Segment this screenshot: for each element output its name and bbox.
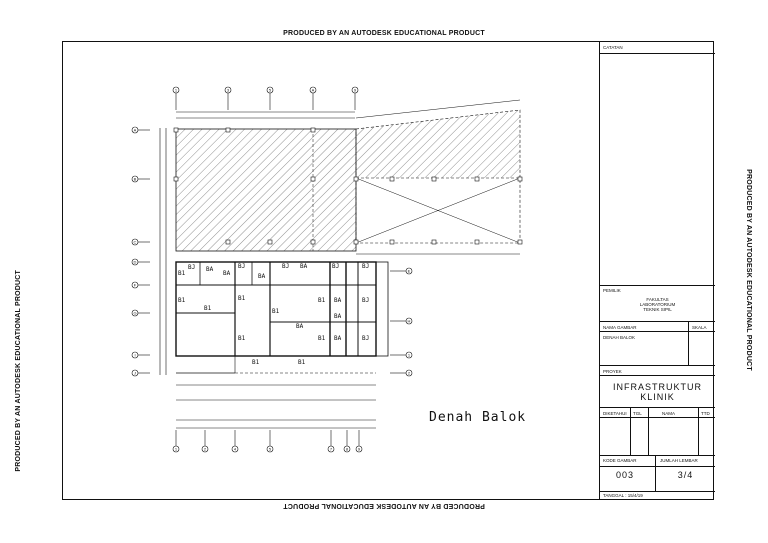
svg-text:4: 4	[234, 447, 237, 452]
svg-text:J: J	[134, 371, 136, 376]
beam-label: B1	[272, 308, 280, 315]
beam-label: B1	[298, 359, 306, 366]
beam-label: BJ	[282, 263, 289, 270]
beam-label: B1	[178, 297, 186, 304]
notes-header: CATATAN	[600, 41, 715, 54]
drawing-name-box: NAMA GAMBAR SKALA DENAH BALOK	[600, 322, 715, 366]
project-box: PROYEK INFRASTRUKTUR KLINIK	[600, 366, 715, 408]
beam-label: BA	[334, 297, 342, 304]
notes-area	[600, 54, 715, 286]
beam-label: BA	[223, 270, 231, 277]
svg-text:1: 1	[408, 353, 411, 358]
svg-text:B: B	[134, 177, 137, 182]
beam-label: BA	[206, 266, 214, 273]
beam-label: B1	[178, 270, 186, 277]
svg-text:9: 9	[358, 447, 361, 452]
svg-text:C: C	[134, 240, 137, 245]
date-row: TANGGAL : 15/4/19	[603, 493, 643, 498]
svg-text:D: D	[134, 260, 137, 265]
beam-label: BJ	[188, 264, 195, 271]
beam-label: BJ	[362, 297, 369, 304]
beam-label: BJ	[238, 263, 245, 270]
beam-grid	[175, 261, 389, 374]
grid-bubbles-right	[390, 267, 413, 377]
beam-label: B1	[238, 295, 246, 302]
grid-bubbles-top	[172, 86, 359, 110]
approval-box: DIKETAHUI TGL NAMA TTD	[600, 408, 715, 456]
svg-text:I: I	[134, 353, 135, 358]
beam-label: BA	[334, 335, 342, 342]
svg-text:2: 2	[408, 371, 411, 376]
beam-label: BA	[300, 263, 308, 270]
svg-text:F: F	[134, 283, 137, 288]
svg-text:9: 9	[354, 88, 357, 93]
svg-text:H: H	[408, 319, 411, 324]
beam-label: BA	[258, 273, 266, 280]
svg-text:7: 7	[330, 447, 333, 452]
svg-text:5: 5	[269, 447, 272, 452]
beam-label: BJ	[362, 335, 369, 342]
svg-text:8: 8	[346, 447, 349, 452]
svg-text:5: 5	[269, 88, 272, 93]
svg-text:2: 2	[204, 447, 207, 452]
owner-box: PEMILIK FAKULTAS LABORATORIUM TEKNIK SIP…	[600, 286, 715, 322]
beam-label: B1	[204, 305, 212, 312]
code-box: KODE GAMBAR JUMLAH LEMBAR 003 3/4	[600, 456, 715, 492]
beam-label: BA	[296, 323, 304, 330]
title-block: CATATAN PEMILIK FAKULTAS LABORATORIUM TE…	[599, 41, 715, 500]
svg-text:1: 1	[175, 88, 178, 93]
svg-text:A: A	[134, 128, 137, 133]
beam-label: B1	[318, 335, 326, 342]
beam-label: B1	[252, 359, 260, 366]
autodesk-watermark-top: PRODUCED BY AN AUTODESK EDUCATIONAL PROD…	[283, 30, 485, 37]
drawing-title: Denah Balok	[429, 410, 527, 425]
beam-label: B1	[318, 297, 326, 304]
hatched-slab-zone	[175, 128, 357, 252]
beam-label: B1	[238, 335, 246, 342]
beam-labels: B1 BJ BA BA BJ BA BJ BA BJ B1 B1 B1 B1 B…	[178, 263, 369, 366]
svg-text:3: 3	[227, 88, 230, 93]
beam-label: BA	[334, 313, 342, 320]
svg-text:E: E	[408, 269, 411, 274]
svg-text:1: 1	[175, 447, 178, 452]
beam-label: BJ	[332, 263, 339, 270]
svg-text:A: A	[312, 88, 315, 93]
grid-bubbles-bottom	[172, 430, 363, 453]
grid-bubbles-left	[131, 126, 167, 377]
beam-label: BJ	[362, 263, 369, 270]
column-markers	[173, 127, 523, 245]
svg-text:G: G	[133, 311, 136, 316]
drawing-sheet-border	[62, 41, 714, 500]
